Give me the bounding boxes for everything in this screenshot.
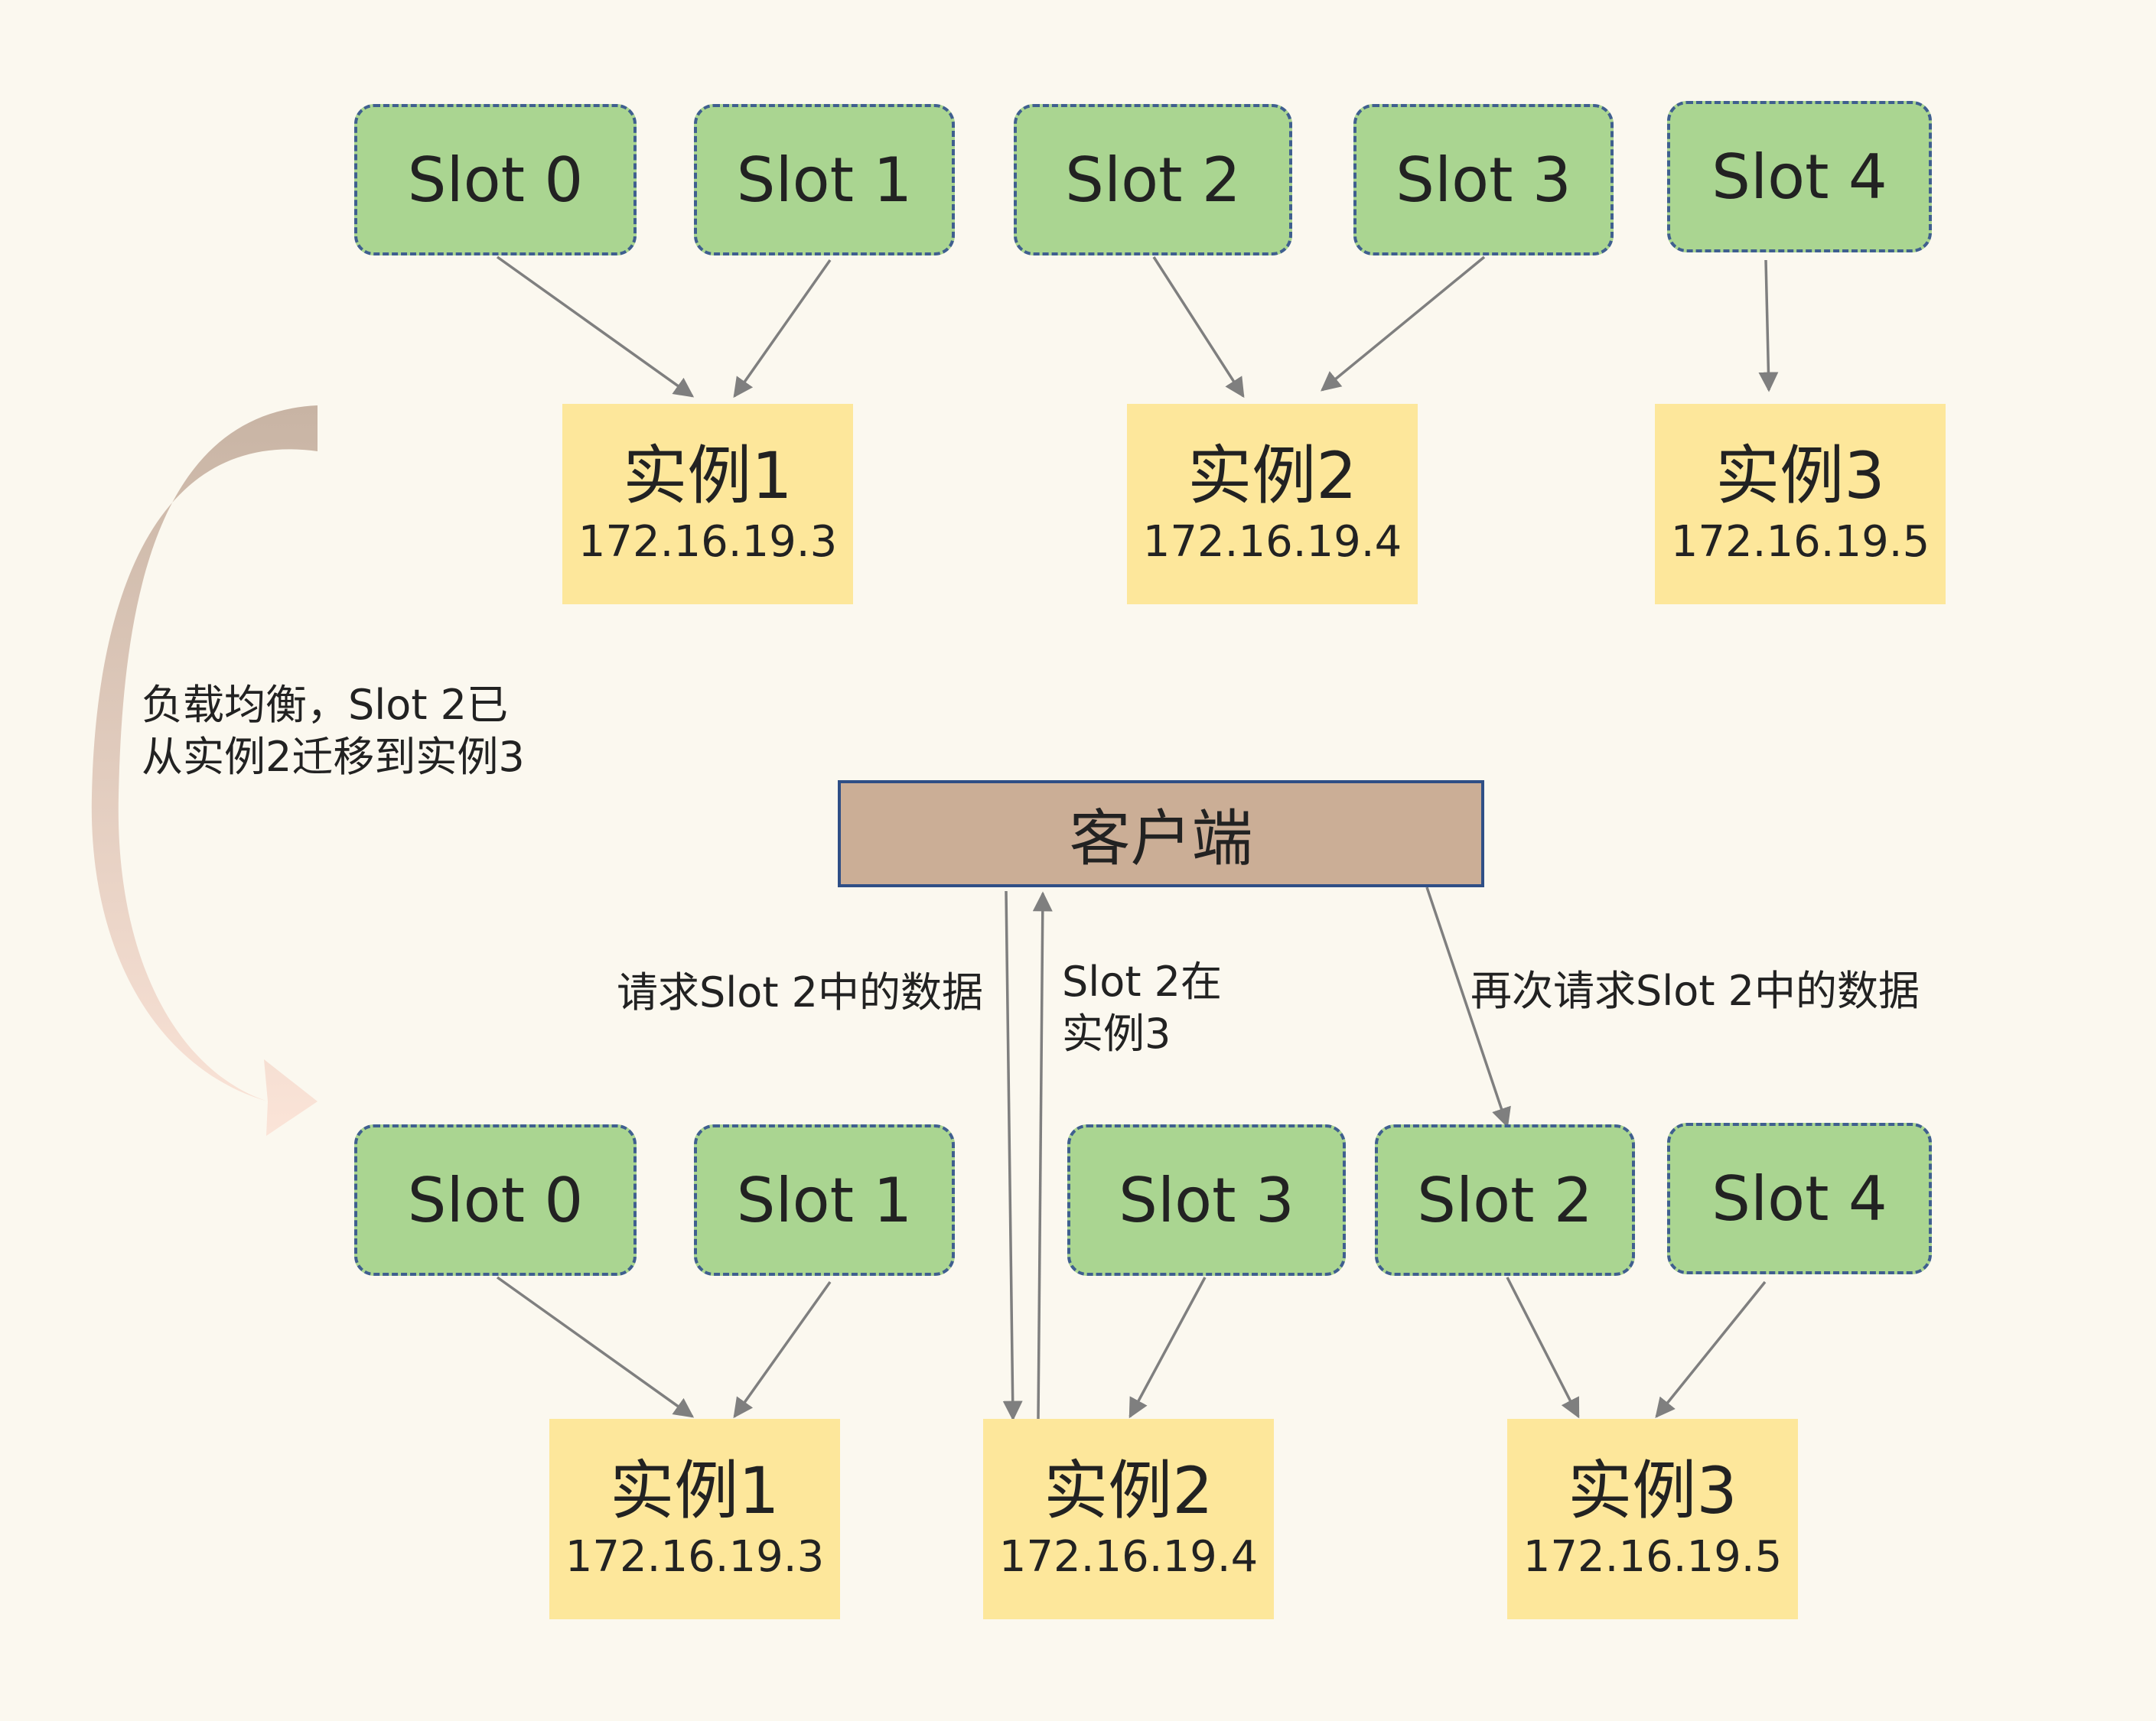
bottom-instance-1-ip: 172.16.19.3 [565,1531,825,1582]
top-instance-3-name: 实例3 [1715,438,1885,514]
link-request-client-to-inst2 [1002,890,1023,1421]
bottom-instance-2-ip: 172.16.19.4 [998,1531,1259,1582]
top-instance-2: 实例2 172.16.19.4 [1127,404,1418,604]
link-top-slot4-inst3 [1758,259,1779,392]
first-request-label: 请求Slot 2中的数据 [617,968,984,1017]
bottom-slot-0: Slot 0 [354,1124,637,1276]
top-slot-1: Slot 1 [694,104,955,255]
link-bottom-slot0-inst1 [496,1276,695,1418]
migration-label-line-2: 从实例2迁移到实例3 [142,733,525,781]
top-instance-1: 实例1 172.16.19.3 [562,404,853,604]
link-top-slot0-inst1 [496,255,695,398]
redirect-reply-label-line-1: Slot 2在 [1062,958,1223,1006]
top-slot-2: Slot 2 [1014,104,1292,255]
link-bottom-slot2-inst3 [1506,1277,1580,1419]
client-box: 客户端 [838,780,1484,887]
link-reply-inst2-to-client [1032,891,1053,1420]
link-bottom-slot3-inst2 [1128,1277,1207,1419]
bottom-instance-3-ip: 172.16.19.5 [1523,1531,1783,1582]
bottom-slot-2: Slot 2 [1375,1124,1635,1276]
top-instance-1-name: 实例1 [623,438,793,514]
link-top-slot3-inst2 [1320,255,1486,392]
link-request-client-to-inst3 [1425,887,1511,1128]
top-slot-3: Slot 3 [1353,104,1614,255]
migration-label-line-1: 负载均衡，Slot 2已 [142,681,509,729]
top-slot-4: Slot 4 [1667,101,1932,252]
bottom-slot-1: Slot 1 [694,1124,955,1276]
redirect-reply-label-line-2: 实例3 [1062,1010,1171,1058]
bottom-instance-1-name: 实例1 [610,1453,780,1529]
top-slot-0: Slot 0 [354,104,637,255]
bottom-instance-3: 实例3 172.16.19.5 [1507,1419,1798,1619]
top-instance-2-ip: 172.16.19.4 [1142,516,1402,567]
link-top-slot1-inst1 [733,259,832,399]
top-instance-3-ip: 172.16.19.5 [1670,516,1930,567]
bottom-instance-3-name: 实例3 [1568,1453,1738,1529]
top-instance-3: 实例3 172.16.19.5 [1655,404,1946,604]
bottom-slot-3: Slot 3 [1067,1124,1346,1276]
bottom-instance-2-name: 实例2 [1044,1453,1213,1529]
second-request-label: 再次请求Slot 2中的数据 [1470,967,1920,1015]
bottom-instance-2: 实例2 172.16.19.4 [983,1419,1274,1619]
bottom-instance-1: 实例1 172.16.19.3 [549,1419,840,1619]
top-instance-2-name: 实例2 [1187,438,1357,514]
link-top-slot2-inst2 [1152,256,1245,399]
link-bottom-slot1-inst1 [733,1280,832,1419]
link-bottom-slot4-inst3 [1655,1280,1767,1419]
top-instance-1-ip: 172.16.19.3 [578,516,838,567]
bottom-slot-4: Slot 4 [1667,1123,1932,1274]
